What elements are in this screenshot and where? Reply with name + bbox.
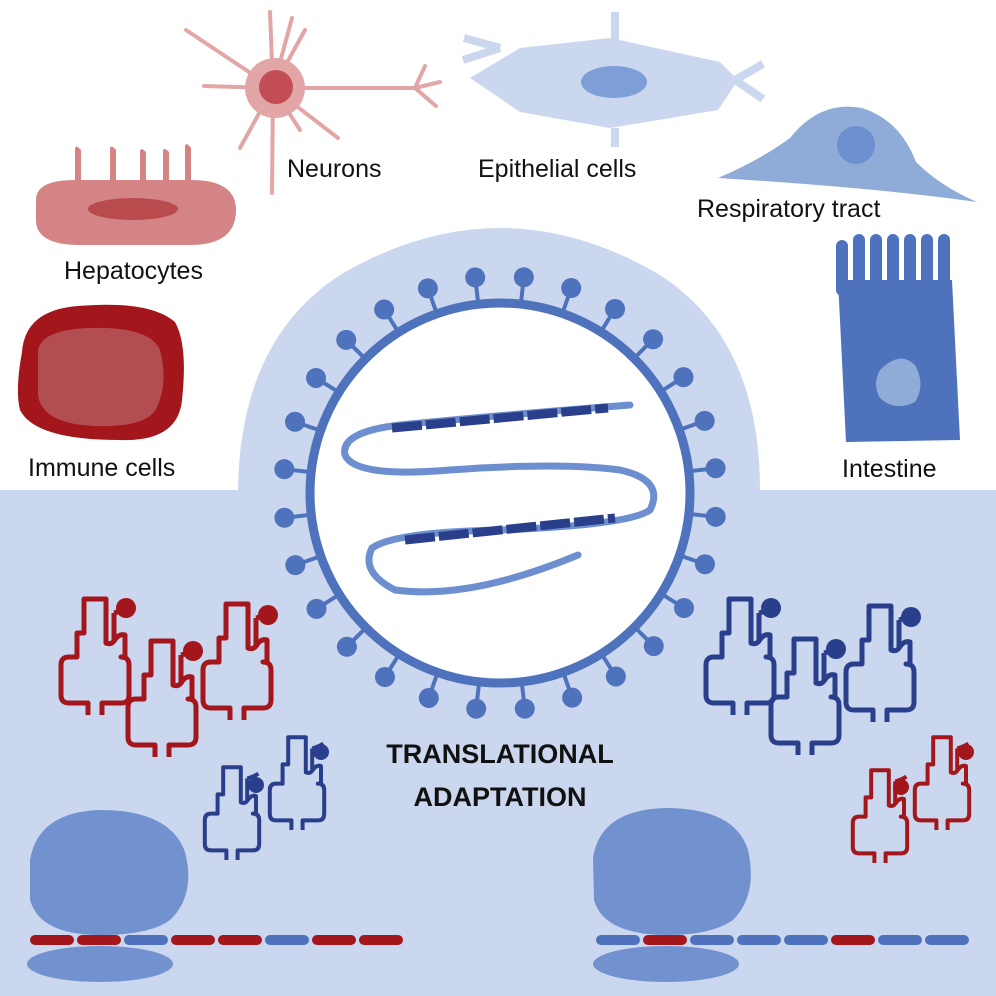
- mrna-codon-red: [312, 935, 356, 945]
- epithelial-cell: [461, 12, 766, 147]
- virus-spike: [673, 598, 694, 619]
- ribosome-right: [593, 808, 751, 982]
- virus-spike: [306, 598, 327, 619]
- virus-spike: [336, 329, 357, 350]
- hepatocyte-cell: [36, 144, 236, 245]
- mrna-codon-red: [218, 935, 262, 945]
- virus-spike: [694, 554, 715, 575]
- virus-spike: [694, 410, 715, 431]
- virus-spike: [465, 267, 486, 288]
- mrna-codon-blue: [596, 935, 640, 945]
- amino-acid-red-1: [116, 598, 136, 618]
- virus-spike: [417, 278, 438, 299]
- amino-acid-red-r1: [893, 779, 909, 795]
- epithelial-label: Epithelial cells: [478, 155, 636, 183]
- mrna-right: [596, 935, 969, 945]
- amino-acid-red-r2: [958, 744, 974, 760]
- virus-spike: [643, 636, 664, 657]
- virus-spike: [306, 367, 327, 388]
- virus-spike: [513, 267, 534, 288]
- amino-acid-red-2: [183, 641, 203, 661]
- virus-spike: [605, 666, 626, 687]
- amino-acid-blue-1: [761, 598, 781, 618]
- mrna-codon-blue: [265, 935, 309, 945]
- amino-acid-blue-2: [826, 639, 846, 659]
- respiratory-cell: [718, 106, 977, 202]
- mrna-codon-red: [831, 935, 875, 945]
- viral-rna-genome: [341, 401, 658, 596]
- virus-spike: [285, 555, 306, 576]
- neurons-label: Neurons: [287, 155, 382, 183]
- mrna-codon-blue: [737, 935, 781, 945]
- mrna-codon-red: [77, 935, 121, 945]
- virus-spike: [274, 459, 295, 480]
- virus-spike: [673, 367, 694, 388]
- hepatocytes-label: Hepatocytes: [64, 257, 203, 285]
- virus-spike: [561, 278, 582, 299]
- mrna-codon-blue: [124, 935, 168, 945]
- ribosome-left: [27, 810, 189, 982]
- virus-spike: [562, 687, 583, 708]
- virus-spike: [374, 666, 395, 687]
- virus-spike: [605, 299, 626, 320]
- virus-spike: [336, 636, 357, 657]
- amino-acid-blue-c2: [313, 744, 329, 760]
- intestine-label: Intestine: [842, 455, 937, 483]
- respiratory-label: Respiratory tract: [697, 195, 880, 223]
- mrna-left: [30, 935, 403, 945]
- virus-spike: [418, 687, 439, 708]
- virus-spike: [514, 698, 535, 719]
- neuron-body: [245, 58, 305, 118]
- mrna-codon-red: [171, 935, 215, 945]
- intestine-cell: [836, 234, 960, 442]
- mrna-codon-red: [643, 935, 687, 945]
- virus-spike: [374, 299, 395, 320]
- virus-spike: [705, 458, 726, 479]
- virus-particle: [274, 267, 726, 719]
- mrna-codon-blue: [690, 935, 734, 945]
- amino-acid-red-3: [258, 605, 278, 625]
- mrna-codon-red: [359, 935, 403, 945]
- virus-spike: [705, 506, 726, 527]
- mrna-codon-blue: [925, 935, 969, 945]
- virus-spike: [285, 411, 306, 432]
- virus-spike: [466, 698, 487, 719]
- virus-spike: [643, 329, 664, 350]
- virus-spike: [274, 507, 295, 528]
- immune-label: Immune cells: [28, 454, 175, 482]
- amino-acid-blue-3: [901, 607, 921, 627]
- immune-cell: [17, 304, 184, 441]
- mrna-codon-red: [30, 935, 74, 945]
- title-line-1: TRANSLATIONAL: [386, 739, 613, 769]
- mrna-codon-blue: [784, 935, 828, 945]
- title-line-2: ADAPTATION: [414, 782, 587, 812]
- amino-acid-blue-c1: [248, 777, 264, 793]
- mrna-codon-blue: [878, 935, 922, 945]
